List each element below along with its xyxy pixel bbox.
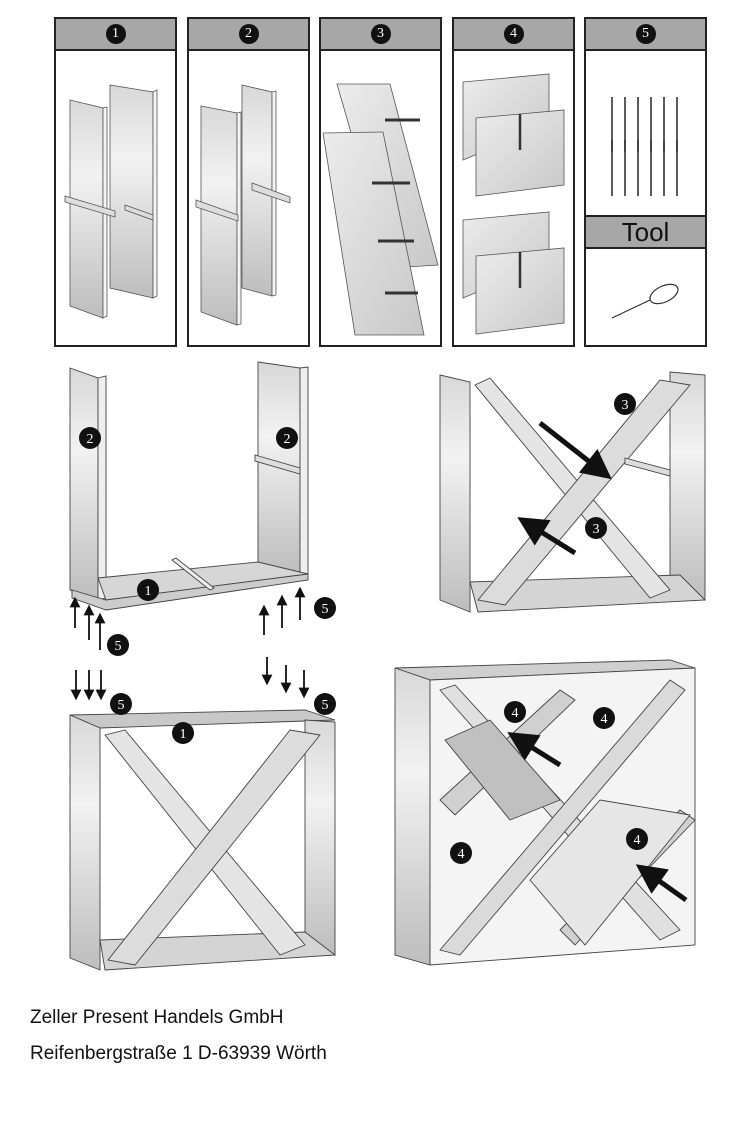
svg-text:3: 3 [622, 398, 629, 413]
part-panel-5: 5 Tool [584, 17, 707, 347]
part-number-badge: 1 [105, 24, 126, 44]
tool-header: Tool [586, 215, 705, 249]
badge-screws: 5 [314, 693, 336, 715]
part-3-drawing [322, 83, 439, 336]
part-number-badge: 5 [635, 24, 656, 44]
svg-text:4: 4 [458, 847, 465, 862]
svg-text:3: 3 [593, 522, 600, 537]
badge-short-board: 4 [450, 842, 472, 864]
screws-drawing [611, 97, 678, 196]
svg-text:5: 5 [322, 698, 329, 713]
part-1-drawing [64, 84, 158, 319]
badge-screws: 5 [107, 634, 129, 656]
svg-text:2: 2 [284, 432, 291, 447]
part-4-drawing [462, 73, 565, 335]
svg-text:4: 4 [601, 712, 608, 727]
part-number-badge: 4 [503, 24, 524, 44]
step-c-drawing [69, 657, 337, 971]
step-badges: 2 2 1 5 5 3 3 5 1 5 4 4 4 4 [79, 393, 648, 864]
step-b-drawing [439, 371, 707, 613]
badge-short-board: 4 [504, 701, 526, 723]
svg-text:5: 5 [322, 602, 329, 617]
step-d-drawing [394, 659, 696, 966]
part-2-drawing [195, 84, 291, 326]
badge-side-panel: 2 [79, 427, 101, 449]
badge-diagonal-board: 3 [614, 393, 636, 415]
badge-screws: 5 [110, 693, 132, 715]
svg-text:4: 4 [634, 833, 641, 848]
badge-top-panel: 1 [172, 722, 194, 744]
badge-screws: 5 [314, 597, 336, 619]
badge-diagonal-board: 3 [585, 517, 607, 539]
company-name: Zeller Present Handels GmbH [30, 1007, 284, 1028]
screwdriver-icon [611, 283, 679, 319]
badge-short-board: 4 [593, 707, 615, 729]
svg-text:4: 4 [512, 706, 519, 721]
svg-text:2: 2 [87, 432, 94, 447]
company-address: Reifenbergstraße 1 D-63939 Wörth [30, 1043, 327, 1064]
svg-text:5: 5 [118, 698, 125, 713]
part-number-badge: 2 [238, 24, 259, 44]
badge-base-panel: 1 [137, 579, 159, 601]
badge-short-board: 4 [626, 828, 648, 850]
svg-text:5: 5 [115, 639, 122, 654]
svg-text:1: 1 [145, 584, 152, 599]
part-number-badge: 3 [370, 24, 391, 44]
badge-side-panel: 2 [276, 427, 298, 449]
step-a-drawing [69, 361, 309, 650]
svg-text:1: 1 [180, 727, 187, 742]
